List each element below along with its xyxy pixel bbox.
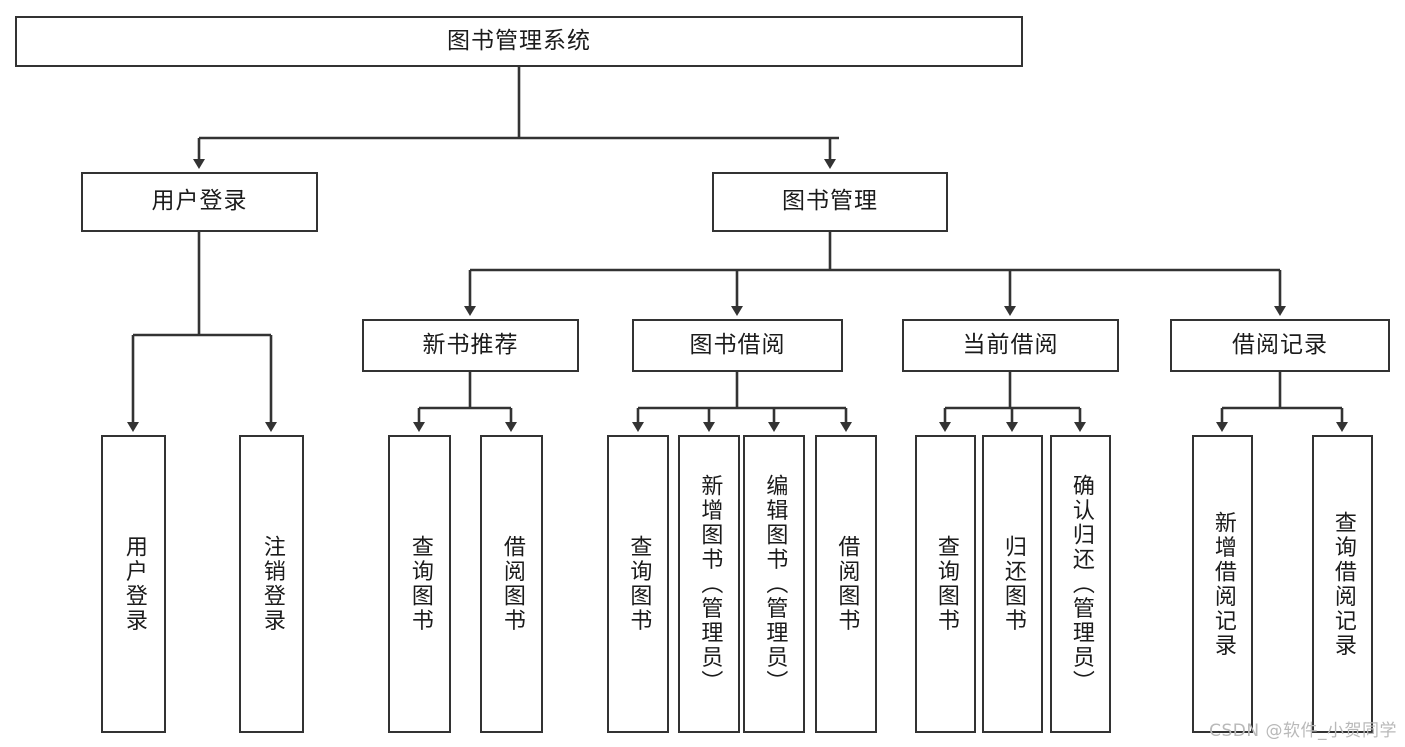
leaf-label: 注销登录 (259, 535, 285, 633)
node-root[interactable]: 图书管理系统 (15, 16, 1023, 67)
leaf-label: 查询借阅记录 (1330, 510, 1356, 658)
leaf-label: 确认归还（管理员） (1068, 473, 1094, 695)
node-borrow-record[interactable]: 借阅记录 (1170, 319, 1390, 372)
csdn-watermark: CSDN @软件_小贺同学 (1209, 721, 1397, 741)
node-label: 当前借阅 (962, 331, 1059, 358)
leaf-label: 新增图书（管理员） (697, 473, 723, 695)
leaf-label: 查询图书 (933, 535, 959, 633)
leaf-borrow-book-recommend[interactable]: 借阅图书 (480, 435, 543, 733)
leaf-label: 查询图书 (626, 535, 652, 633)
leaf-query-book[interactable]: 查询图书 (607, 435, 669, 733)
leaf-label: 查询图书 (407, 535, 433, 633)
node-book-borrow[interactable]: 图书借阅 (632, 319, 843, 372)
leaf-query-book-recommend[interactable]: 查询图书 (388, 435, 451, 733)
node-book-management[interactable]: 图书管理 (712, 172, 948, 232)
leaf-label: 新增借阅记录 (1210, 510, 1236, 658)
leaf-confirm-return-admin[interactable]: 确认归还（管理员） (1050, 435, 1111, 733)
node-new-book-recommend[interactable]: 新书推荐 (362, 319, 579, 372)
leaf-label: 归还图书 (1000, 535, 1026, 633)
leaf-add-book-admin[interactable]: 新增图书（管理员） (678, 435, 740, 733)
leaf-return-book[interactable]: 归还图书 (982, 435, 1043, 733)
leaf-add-borrow-record[interactable]: 新增借阅记录 (1192, 435, 1253, 733)
leaf-label: 借阅图书 (834, 535, 860, 633)
leaf-query-book-current[interactable]: 查询图书 (915, 435, 976, 733)
leaf-user-login[interactable]: 用户登录 (101, 435, 166, 733)
leaf-edit-book-admin[interactable]: 编辑图书（管理员） (743, 435, 805, 733)
leaf-label: 编辑图书（管理员） (762, 473, 788, 695)
leaf-borrow-book[interactable]: 借阅图书 (815, 435, 877, 733)
node-label: 图书借阅 (689, 331, 786, 358)
node-label: 借阅记录 (1232, 331, 1328, 358)
node-label: 图书管理 (782, 188, 878, 215)
leaf-label: 用户登录 (121, 535, 147, 633)
node-user-login[interactable]: 用户登录 (81, 172, 318, 232)
node-root-label: 图书管理系统 (447, 27, 591, 54)
leaf-label: 借阅图书 (499, 535, 525, 633)
node-label: 用户登录 (151, 188, 248, 215)
leaf-logout[interactable]: 注销登录 (239, 435, 304, 733)
leaf-query-borrow-record[interactable]: 查询借阅记录 (1312, 435, 1373, 733)
node-label: 新书推荐 (422, 331, 519, 358)
node-current-borrow[interactable]: 当前借阅 (902, 319, 1119, 372)
